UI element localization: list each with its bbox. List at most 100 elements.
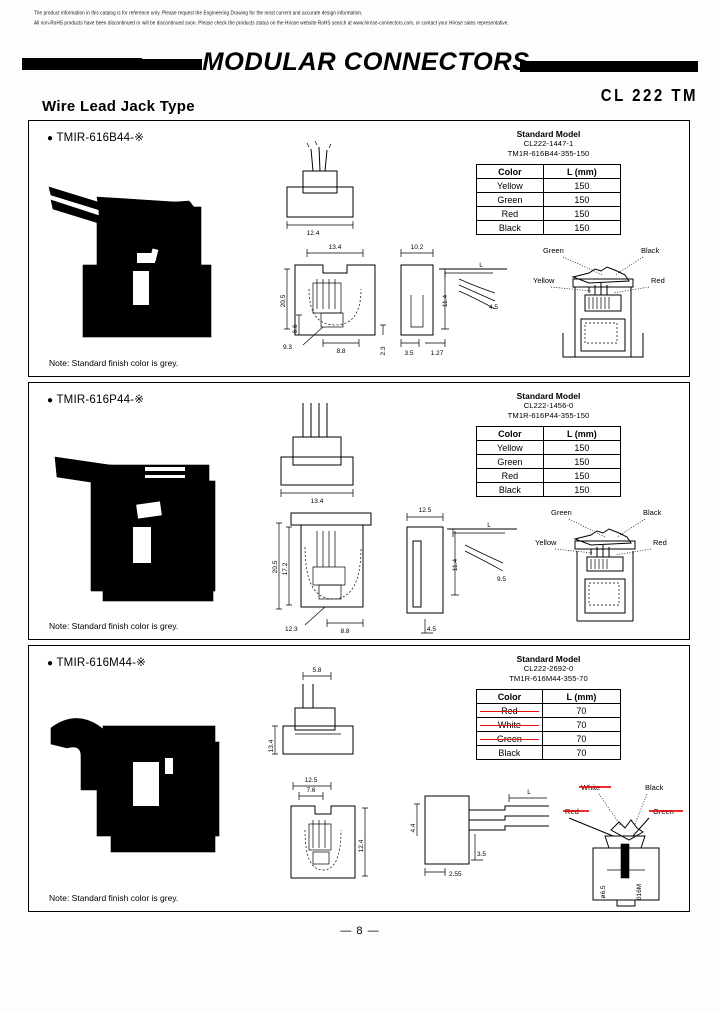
cell-color: Black	[476, 482, 544, 497]
bullet-icon: ●	[47, 658, 54, 669]
drawing-b44-callouts: Green Black Yellow Red	[533, 246, 665, 358]
svg-text:7.6: 7.6	[306, 787, 315, 794]
svg-text:1.27: 1.27	[431, 350, 444, 357]
header-length: L (mm)	[542, 426, 622, 441]
cell-length: 150	[542, 440, 622, 455]
cell-length: 70	[541, 731, 622, 746]
svg-text:20.5: 20.5	[272, 560, 279, 573]
svg-text:2.55: 2.55	[449, 871, 462, 878]
svg-text:9.5: 9.5	[497, 576, 506, 583]
cell-color: Green	[476, 454, 544, 469]
standard-model-code-1: CL222-1456-0	[523, 401, 574, 410]
cell-color: Red	[476, 206, 544, 221]
part-number-text: TMIR-616B44-※	[56, 132, 145, 144]
table-row: Black 70	[476, 745, 622, 760]
finish-note: Note: Standard finish color is grey.	[49, 893, 179, 903]
svg-text:13.4: 13.4	[311, 498, 324, 505]
finish-note: Note: Standard finish color is grey.	[49, 621, 179, 631]
standard-model-title: Standard Model	[516, 654, 581, 664]
standard-model-block: Standard Model CL222-1456-0 TM1R-616P44-…	[461, 391, 636, 497]
cell-length: 150	[542, 206, 622, 221]
product-photo-b44	[41, 145, 241, 345]
callout-label: Green	[551, 508, 572, 517]
svg-text:12.5: 12.5	[419, 507, 432, 514]
standard-model-code-1: CL222-1447-1	[523, 139, 574, 148]
callout-label: Red	[653, 538, 667, 547]
cell-length: 70	[541, 717, 622, 732]
cell-color: Yellow	[476, 440, 544, 455]
svg-text:8.8: 8.8	[340, 628, 349, 635]
svg-text:11.4: 11.4	[442, 295, 449, 308]
dim-label: 12.4	[307, 230, 320, 237]
cell-color: Green	[476, 731, 543, 746]
cell-length: 150	[542, 192, 622, 207]
table-row: White 70	[476, 717, 622, 732]
drawing-m44-callouts: White Black Red Green ø6.5 ö16M	[563, 783, 683, 907]
svg-text:4.4: 4.4	[410, 823, 417, 832]
drawing-p44-side: 12.5 11.4 L 9.5 4.5	[406, 507, 517, 634]
page-header: MODULAR CONNECTORS	[0, 48, 720, 84]
table-row: Yellow 150	[476, 440, 622, 455]
product-photo-p44	[41, 407, 241, 607]
header-rule-right	[520, 61, 698, 72]
color-length-table: Color L (mm) Yellow 150 Green 150 Red 15…	[476, 426, 622, 497]
cell-length: 70	[541, 745, 622, 760]
cell-color: Red	[476, 468, 544, 483]
drawing-p44-front: 20.5 17.2 12.3 8.8	[272, 512, 372, 635]
svg-text:10.2: 10.2	[411, 244, 424, 251]
svg-text:8.8: 8.8	[336, 348, 345, 355]
table-row: Black 150	[476, 220, 622, 235]
color-length-table: Color L (mm) Red 70 White 70 Green 70 Bl…	[476, 689, 622, 760]
drawing-p44-callouts: Green Black Yellow Red	[535, 508, 667, 622]
table-header-row: Color L (mm)	[476, 426, 622, 441]
standard-model-title: Standard Model	[516, 391, 581, 401]
cell-color: Green	[476, 192, 544, 207]
svg-text:12.4: 12.4	[358, 839, 365, 852]
svg-text:4.5: 4.5	[427, 626, 436, 633]
svg-text:6.6: 6.6	[292, 324, 299, 333]
header-color: Color	[476, 164, 544, 179]
table-header-row: Color L (mm)	[476, 689, 622, 704]
svg-text:11.4: 11.4	[452, 559, 459, 572]
header-color: Color	[476, 426, 544, 441]
panel-tmir-616m44: ● TMIR-616M44-※ 5.8 13.4	[28, 645, 690, 912]
svg-text:13.4: 13.4	[329, 244, 342, 251]
svg-text:4.5: 4.5	[489, 304, 498, 311]
svg-text:3.5: 3.5	[477, 851, 486, 858]
svg-text:17.2: 17.2	[282, 562, 289, 575]
standard-model-code-2: TM1R-616B44-355-150	[507, 149, 590, 158]
table-row: Red 150	[476, 468, 622, 483]
drawing-m44-top: 5.8 13.4	[268, 667, 354, 755]
svg-text:L: L	[487, 522, 491, 529]
svg-text:9.3: 9.3	[283, 344, 292, 351]
svg-text:12.5: 12.5	[305, 777, 318, 784]
callout-label: Yellow	[533, 276, 555, 285]
svg-text:3.5: 3.5	[404, 350, 413, 357]
cell-color: White	[476, 717, 543, 732]
table-row: Green 150	[476, 454, 622, 469]
header-color: Color	[476, 689, 543, 704]
drawing-p44-top: 13.4	[280, 403, 354, 505]
cell-length: 150	[542, 468, 622, 483]
callout-label: Yellow	[535, 538, 557, 547]
svg-text:L: L	[527, 789, 531, 796]
cell-length: 150	[542, 220, 622, 235]
svg-text:ø6.5: ø6.5	[600, 885, 607, 898]
callout-label: Black	[641, 246, 660, 255]
section-title: Wire Lead Jack Type	[42, 98, 195, 115]
rohs-disclaimer: The product information in this catalog …	[34, 8, 694, 27]
svg-text:20.5: 20.5	[280, 294, 287, 307]
svg-text:2.3: 2.3	[380, 346, 387, 355]
color-length-table: Color L (mm) Yellow 150 Green 150 Red 15…	[476, 164, 622, 235]
bullet-icon: ●	[47, 133, 54, 144]
callout-label: Black	[643, 508, 662, 517]
cell-color: Black	[476, 220, 544, 235]
drawing-b44-front: 13.4 20.5 6.6 9.3 8.8 2.3	[280, 244, 387, 356]
header-length: L (mm)	[542, 164, 622, 179]
drawing-b44-side: 10.2 11.4 L 4.5 3.5 1.27	[400, 244, 507, 357]
header-length: L (mm)	[541, 689, 622, 704]
part-number-label: ● TMIR-616B44-※	[47, 130, 144, 144]
callout-label: Green	[543, 246, 564, 255]
svg-text:5.8: 5.8	[312, 667, 321, 674]
